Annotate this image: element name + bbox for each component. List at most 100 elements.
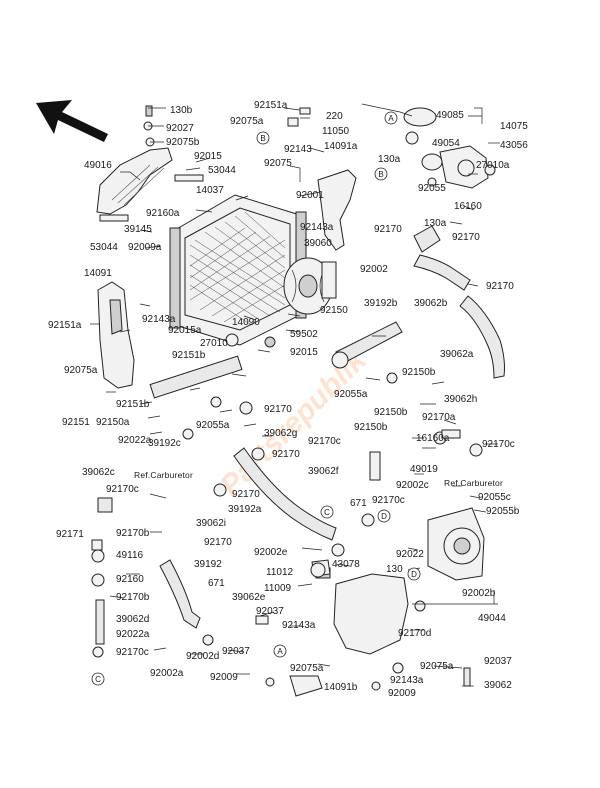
part-label: 14091b: [324, 682, 358, 693]
part-label: 92171: [56, 529, 84, 540]
part-label: 92002c: [396, 480, 429, 491]
part-label: 92160a: [146, 208, 180, 219]
part-label: 49054: [432, 138, 460, 149]
part-label: 14090: [232, 317, 260, 328]
part-label: 92055b: [486, 506, 520, 517]
part-label: 43078: [332, 559, 360, 570]
part-label: 27010a: [476, 160, 510, 171]
part-label: 92015: [194, 151, 222, 162]
part-label: 92002e: [254, 547, 288, 558]
part-label: 39062g: [264, 428, 297, 439]
part-label: 92150b: [402, 367, 436, 378]
part-label: 92151a: [48, 320, 82, 331]
part-label: 92002b: [462, 588, 496, 599]
part-label: 49044: [478, 613, 506, 624]
part-label: 49019: [410, 464, 438, 475]
part-label: 39062a: [440, 349, 474, 360]
small-hardware: [91, 105, 496, 691]
circle-d-mid-label: D: [381, 512, 387, 521]
part-label: 92170c: [106, 484, 139, 495]
part-label: 92170: [452, 232, 480, 243]
part-label: 92150b: [374, 407, 408, 418]
part-label: 11050: [322, 126, 350, 137]
part-label: 92002a: [150, 668, 184, 679]
water-pump: [427, 507, 485, 581]
part-label: 39062e: [232, 592, 266, 603]
part-label: 92022: [396, 549, 424, 560]
part-label: 92015a: [168, 325, 202, 336]
part-label: 92055a: [334, 389, 368, 400]
part-label: 130: [386, 564, 403, 575]
part-label: 92075a: [420, 661, 454, 672]
part-label: 92170: [264, 404, 292, 415]
part-label: 92170d: [398, 628, 431, 639]
ref-carburetor-left: Ref.Carburetor: [134, 470, 193, 480]
circle-b-right: [374, 167, 388, 181]
circle-letter-group: A B B C D D A C: [91, 111, 421, 686]
circle-d-right-label: D: [411, 570, 417, 579]
circle-c-mid-label: C: [324, 508, 330, 517]
part-label: 92151: [62, 417, 90, 428]
part-label: 92002d: [186, 651, 219, 662]
hose-39062a: [459, 295, 505, 379]
part-label: 39062: [484, 680, 512, 691]
thermostat-housing: [439, 145, 489, 189]
part-label: 92170a: [422, 412, 456, 423]
part-label: 92170: [272, 449, 300, 460]
part-label: 92075b: [166, 137, 200, 148]
part-label: 92009a: [128, 242, 162, 253]
part-label: 14037: [196, 185, 224, 196]
part-label: 39192a: [228, 504, 262, 515]
part-label: 92055: [418, 183, 446, 194]
part-label: 92170: [232, 489, 260, 500]
circle-b-left-label: B: [260, 134, 265, 143]
circle-a-bottom-label: A: [277, 647, 283, 656]
part-label: 92009: [388, 688, 416, 699]
part-label: 92075a: [64, 365, 98, 376]
hose-39062d: [95, 599, 105, 645]
part-label: 11012: [266, 567, 294, 578]
part-label: 92170c: [372, 495, 405, 506]
circle-c-bottom: [91, 672, 105, 686]
part-label: 49085: [436, 110, 464, 121]
hose-39062c: [97, 497, 113, 513]
part-labels: 130b 92027 92075b 49016 92015 53044 1403…: [48, 100, 528, 699]
part-label: 92150: [320, 305, 348, 316]
rubber-strip-53044b: [174, 174, 204, 182]
part-label: 92143a: [300, 222, 334, 233]
hose-39062: [463, 667, 471, 687]
part-label: 92143: [284, 144, 312, 155]
circle-a-top: [384, 111, 398, 125]
part-label: 92143a: [390, 675, 424, 686]
part-label: 92170: [486, 281, 514, 292]
part-label: 92151a: [254, 100, 288, 111]
part-label: 130a: [378, 154, 401, 165]
water-pipe-39060: [331, 321, 403, 369]
ref-carburetor-right: Ref.Carburetor: [444, 478, 503, 488]
part-label: 14091a: [324, 141, 358, 152]
part-label: 92143a: [142, 314, 176, 325]
hose-39062b: [413, 225, 471, 291]
part-label: 39062h: [444, 394, 477, 405]
circle-d-right: [407, 567, 421, 581]
part-label: 59502: [290, 329, 318, 340]
part-label: 92151b: [116, 399, 150, 410]
part-label: 130a: [424, 218, 447, 229]
lower-pipe-39062g: [233, 447, 337, 541]
part-label: 92075a: [290, 663, 324, 674]
part-label: 53044: [90, 242, 118, 253]
part-label: 130b: [170, 105, 193, 116]
part-label: 27010: [200, 338, 228, 349]
part-label: 671: [350, 498, 367, 509]
thermostat-cap: [403, 107, 443, 171]
part-label: 14091: [84, 268, 112, 279]
part-label: 92170c: [116, 647, 149, 658]
part-label: 92037: [484, 656, 512, 667]
part-label: 39062b: [414, 298, 448, 309]
part-label: 49116: [116, 550, 144, 561]
fan-bracket: [317, 169, 357, 251]
part-label: 92055a: [196, 420, 230, 431]
part-label: 92027: [166, 123, 194, 134]
part-label: 39060: [304, 238, 332, 249]
circle-d-mid: [377, 509, 391, 523]
